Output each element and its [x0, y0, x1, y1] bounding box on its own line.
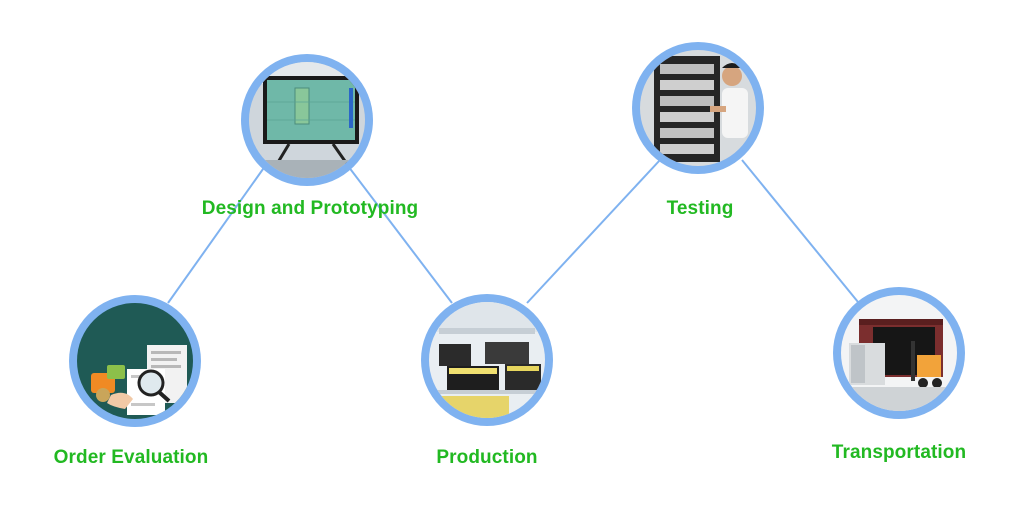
- step-production: [421, 294, 553, 426]
- step-transportation: [833, 287, 965, 419]
- computer-monitor-icon: [249, 62, 365, 178]
- step-label-design-prototyping: Design and Prototyping: [201, 198, 419, 219]
- step-testing: [632, 42, 764, 174]
- step-label-testing: Testing: [666, 198, 734, 219]
- step-order-evaluation: [69, 295, 201, 427]
- step-label-order-evaluation: Order Evaluation: [53, 447, 209, 468]
- step-label-production: Production: [436, 447, 538, 468]
- forklift-container-icon: [841, 295, 957, 411]
- connector-testing-to-transportation: [741, 159, 859, 303]
- connector-production-to-testing: [526, 159, 661, 304]
- factory-floor-icon: [429, 302, 545, 418]
- connector-design-to-production: [344, 161, 453, 304]
- document-magnifier-icon: [77, 303, 193, 419]
- battery-rack-technician-icon: [640, 50, 756, 166]
- step-label-transportation: Transportation: [831, 442, 967, 463]
- step-design-prototyping: [241, 54, 373, 186]
- connector-order-to-design: [167, 161, 269, 304]
